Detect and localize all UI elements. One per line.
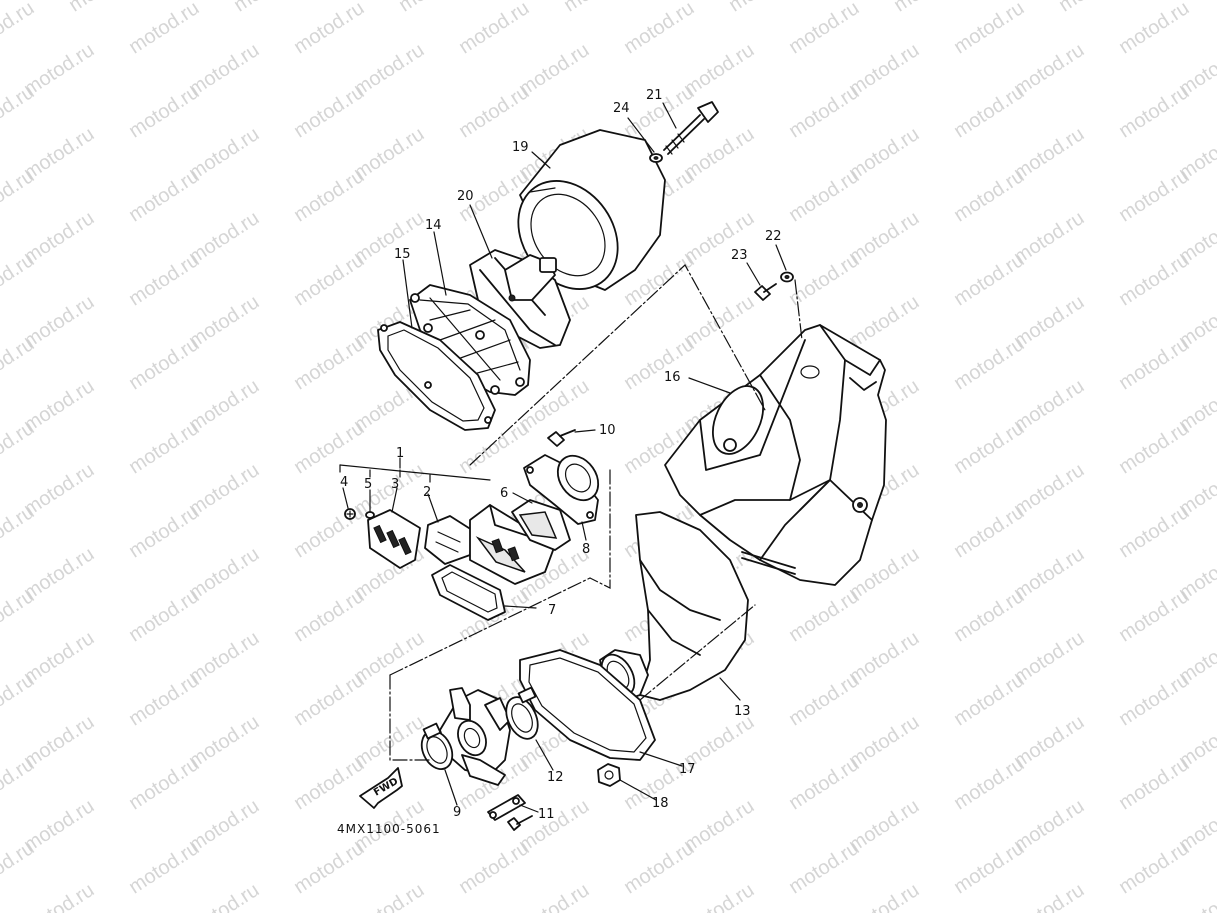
label-part-12: 12: [547, 770, 564, 785]
air-filter-part-19[interactable]: [498, 129, 666, 308]
airbox-part-16[interactable]: [664, 324, 887, 586]
filter-cage-part-14[interactable]: [409, 284, 531, 396]
label-part-8: 8: [582, 542, 590, 557]
reed-petal-part-2[interactable]: [424, 515, 473, 565]
washer-part-22[interactable]: [780, 271, 794, 283]
assembly-guide-lines: [339, 264, 803, 761]
label-part-15: 15: [394, 247, 411, 262]
clamp-part-12[interactable]: [500, 686, 544, 744]
washer-part-24[interactable]: [649, 153, 663, 163]
label-part-21: 21: [646, 88, 663, 103]
label-part-14: 14: [425, 218, 442, 233]
washer-part-5[interactable]: [365, 511, 375, 519]
label-part-11: 11: [538, 807, 555, 822]
label-part-7: 7: [548, 603, 556, 618]
gasket-part-7[interactable]: [431, 564, 506, 621]
label-part-20: 20: [457, 189, 474, 204]
part-number-labels: 4 5 3 1 2 6 7 8 9 10 11 12 13 14 15 16 1…: [340, 88, 782, 822]
label-part-22: 22: [765, 229, 782, 244]
label-part-3: 3: [391, 477, 399, 492]
carburetor-body[interactable]: [439, 687, 511, 786]
label-part-9: 9: [453, 805, 461, 820]
intake-boot-part-13[interactable]: [595, 511, 749, 701]
fwd-arrow-icon: FWD: [359, 767, 403, 809]
intake-flange-part-8[interactable]: [523, 448, 607, 525]
filter-guide-part-20[interactable]: [469, 249, 571, 349]
label-part-10: 10: [599, 423, 616, 438]
label-part-5: 5: [364, 477, 372, 492]
label-part-16: 16: [664, 370, 681, 385]
label-part-17: 17: [679, 762, 696, 777]
label-part-24: 24: [613, 101, 630, 116]
gasket-part-15[interactable]: [377, 321, 496, 431]
label-part-1: 1: [396, 446, 404, 461]
reed-plate-part-3[interactable]: [367, 509, 421, 569]
intake-manifold-part-6[interactable]: [511, 499, 571, 551]
screw-part-4[interactable]: [344, 508, 356, 520]
drawing-code: 4MX1100-5061: [337, 822, 441, 836]
nut-part-18[interactable]: [597, 763, 621, 787]
bolt-part-23[interactable]: [754, 283, 777, 301]
label-part-2: 2: [423, 485, 431, 500]
label-part-18: 18: [652, 796, 669, 811]
bolt-part-10[interactable]: [547, 429, 576, 447]
leader-lines: [342, 102, 787, 813]
bolt-part-21[interactable]: [663, 101, 719, 155]
bracket-part-11[interactable]: [487, 794, 533, 831]
label-part-6: 6: [500, 486, 508, 501]
reed-block-part-1[interactable]: [469, 504, 556, 585]
label-part-23: 23: [731, 248, 748, 263]
label-part-4: 4: [340, 475, 348, 490]
label-part-19: 19: [512, 140, 529, 155]
label-part-13: 13: [734, 704, 751, 719]
